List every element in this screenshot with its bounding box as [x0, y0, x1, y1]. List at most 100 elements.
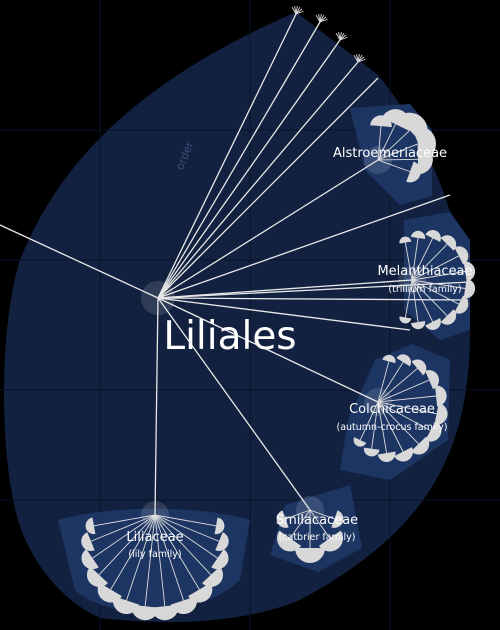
liliaceae-leaf — [214, 517, 225, 535]
colchicaceae-branch — [371, 401, 379, 449]
melanthiaceae-branch — [411, 279, 434, 322]
liliaceae-leaf — [131, 604, 160, 621]
tuft-branch — [318, 14, 321, 23]
colchicaceae-branch — [377, 401, 404, 452]
root-branch — [0, 224, 159, 299]
tuft-branch — [315, 14, 321, 23]
melanthiaceae-leaf — [410, 321, 426, 330]
melanthiaceae-leaf — [440, 309, 457, 325]
melanthiaceae-branch — [411, 238, 434, 281]
tuft-branch — [295, 8, 303, 15]
liliaceae-branch — [90, 514, 156, 542]
colchicaceae-leaf — [394, 447, 413, 462]
smilacaceae-branch — [289, 509, 311, 539]
colchicaceae-branch — [359, 401, 379, 441]
liliaceae-branch — [154, 514, 217, 527]
melanthiaceae-leaf — [399, 236, 412, 244]
order-branch — [157, 77, 379, 299]
melanthiaceae-leaf — [410, 230, 426, 239]
colchicaceae-branch — [377, 401, 419, 445]
melanthiaceae-branch — [411, 255, 459, 281]
tuft-branch — [356, 54, 359, 63]
tuft-branch — [338, 32, 341, 41]
liliaceae-branch — [154, 514, 220, 542]
order-branch — [157, 61, 359, 299]
liliaceae-leaf — [81, 549, 99, 570]
branch-to-melanthiaceae — [157, 279, 413, 299]
melanthiaceae-leaf — [440, 235, 457, 251]
liliaceae-leaf — [97, 582, 122, 603]
smilacaceae-branch — [309, 509, 331, 539]
tree-branches — [0, 6, 471, 607]
colchicaceae-branch — [377, 368, 418, 403]
family-label-smilacaceae: Smilacaceae — [276, 513, 358, 528]
colchicaceae-leaf — [363, 447, 380, 457]
melanthiaceae-branch — [411, 279, 448, 317]
colchicaceae-branch — [377, 379, 430, 403]
melanthiaceae-leaf — [425, 318, 441, 330]
tuft-branch — [357, 56, 365, 63]
tuft-branch — [339, 34, 347, 41]
colchicaceae-leaf — [396, 354, 411, 367]
order-branch — [157, 281, 471, 299]
liliaceae-leaf — [85, 517, 96, 535]
order-branch — [157, 39, 341, 299]
tuft-branch — [319, 16, 327, 23]
melanthiaceae-branch — [404, 279, 413, 318]
order-branch — [157, 13, 297, 299]
liliaceae-leaf — [86, 566, 108, 587]
family-label-alstroemeriaceae: Alstroemeriaceae — [333, 146, 447, 161]
melanthiaceae-leaf — [454, 295, 469, 314]
branch-to-alstroemeriaceae — [157, 159, 379, 299]
melanthiaceae-leaf — [399, 316, 412, 324]
alstroemeriaceae-branch — [377, 158, 418, 161]
order-name-label: Liliales — [163, 314, 296, 359]
branch-to-smilacaceae — [157, 297, 311, 511]
melanthiaceae-branch — [411, 271, 466, 281]
alstroemeriaceae-branch — [377, 126, 382, 161]
tuft-branch — [319, 18, 328, 23]
liliaceae-branch — [110, 514, 156, 590]
tuft-branch — [353, 54, 359, 63]
liliaceae-branch — [144, 514, 156, 607]
melanthiaceae-leaf — [425, 230, 441, 242]
liliaceae-branch — [154, 514, 200, 590]
smilacaceae-leaf — [331, 510, 344, 528]
tuft-branch — [319, 14, 325, 23]
smilacaceae-leaf — [277, 530, 302, 552]
tuft-branch — [357, 54, 360, 63]
alstroemeriaceae-branch — [377, 143, 419, 161]
smilacaceae-branch — [309, 509, 335, 520]
order-branch — [157, 297, 469, 301]
tuft-branch — [294, 6, 297, 15]
alstroemeriaceae-branch — [377, 123, 396, 161]
colchicaceae-leaf — [434, 385, 447, 407]
smilacaceae-leaf — [276, 510, 289, 528]
liliaceae-branch — [126, 514, 156, 601]
tuft-branch — [295, 10, 304, 15]
liliaceae-leaf — [81, 532, 95, 551]
smilacaceae-branch — [285, 509, 311, 520]
liliaceae-branch — [154, 514, 166, 607]
tuft-branch — [339, 32, 342, 41]
colchicaceae-leaf — [411, 359, 427, 376]
colchicaceae-branch — [377, 361, 390, 403]
family-common-name-colchicaceae: (autumn-crocus family) — [337, 422, 448, 433]
melanthiaceae-leaf — [463, 278, 476, 299]
alstroemeriaceae-branch — [377, 129, 411, 161]
liliaceae-branch — [154, 514, 212, 576]
family-common-name-melanthiaceae: (trillium family) — [388, 284, 461, 295]
melanthiaceae-leaf — [454, 246, 469, 265]
colchicaceae-leaf — [411, 436, 430, 455]
branch-to-colchicaceae — [157, 297, 379, 403]
colchicaceae-leaf — [353, 437, 367, 447]
smilacaceae-leaf — [318, 530, 343, 552]
branch-to-liliaceae — [154, 297, 159, 516]
colchicaceae-branch — [377, 401, 437, 415]
tuft-branch — [339, 32, 345, 41]
melanthiaceae-branch — [411, 279, 466, 289]
liliaceae-leaf — [112, 596, 140, 614]
leaf-discs — [81, 109, 476, 621]
smilacaceae-leaf — [295, 548, 325, 563]
melanthiaceae-leaf — [463, 261, 476, 282]
